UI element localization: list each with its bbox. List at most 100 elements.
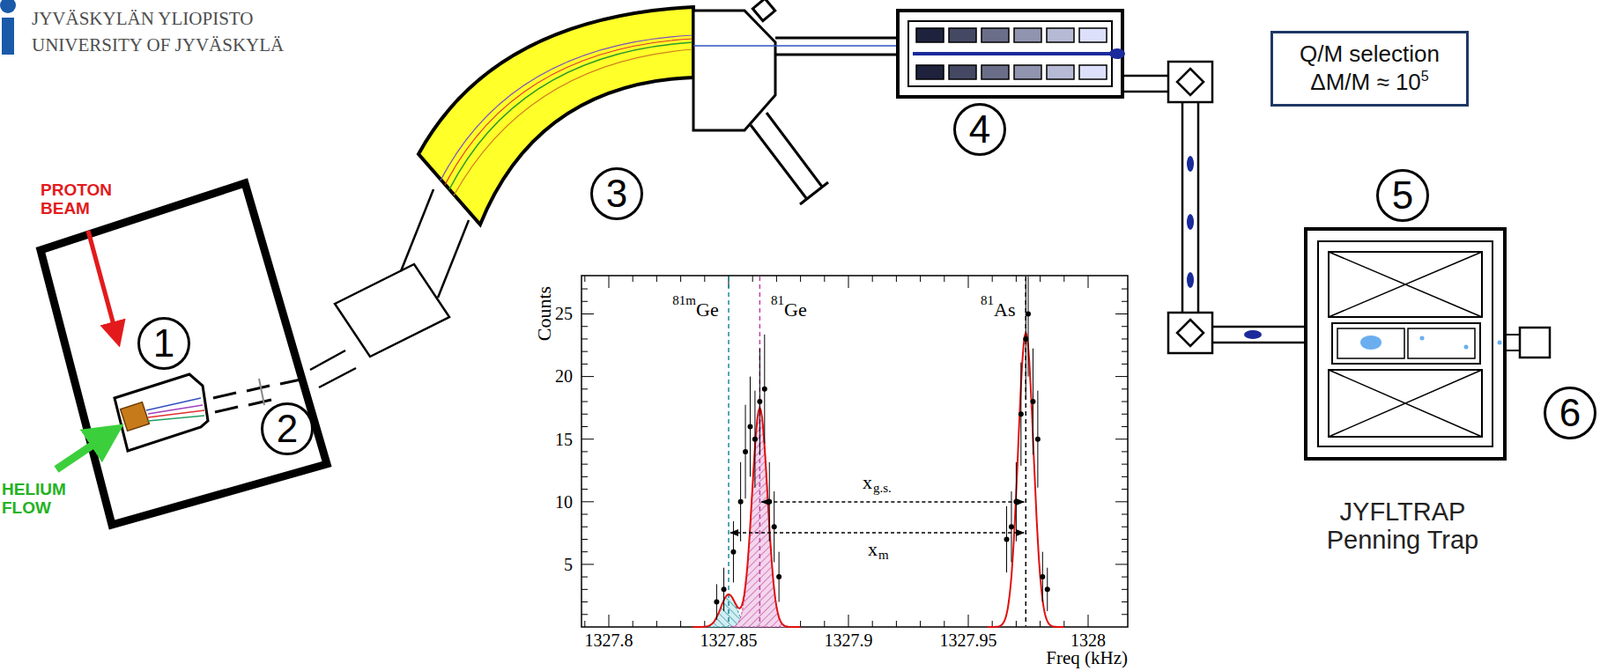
callout-number: 2 [260,402,314,456]
tick [608,275,610,289]
tick-label: 1327.95 [940,630,998,651]
tick [752,275,754,282]
data-point [1018,411,1024,417]
beam-label: PROTON BEAM [40,181,112,219]
electrode-bar [916,28,944,43]
logo-text: UNIVERSITY OF JYVÄSKYLÄ [31,35,284,56]
tick [581,388,588,390]
callout-text: 3 [606,174,628,214]
tick [1121,488,1128,490]
dipole-magnet [418,7,694,225]
ground-state-fit [731,407,792,628]
tick [581,539,588,541]
axis-title: Freq (kHz) [1045,648,1128,669]
peak-label: As [993,299,1015,321]
data-point [752,437,758,443]
box-text: Q/M selection [1288,40,1451,68]
tick-label: 1327.85 [700,630,758,651]
tick [1121,414,1128,415]
tick-label: 10 [555,492,573,512]
tick [581,514,588,516]
tick [1039,275,1041,282]
tick [823,275,825,282]
tick [943,621,945,628]
tick [1015,275,1017,282]
tick [1121,338,1128,340]
tick [848,275,850,289]
tick [581,376,594,378]
tick [703,275,705,282]
data-point [738,499,744,505]
tick [581,426,588,428]
tick [1121,351,1128,353]
callout-number: 3 [590,167,644,221]
tick [1121,514,1128,516]
tick [1121,464,1128,466]
callout-text: 1 [153,324,175,363]
tick [1121,451,1128,452]
tick [584,275,586,282]
tick [1115,376,1128,378]
tick [1115,313,1128,315]
tick-label: 1328 [1070,630,1106,651]
data-point [756,399,763,405]
tick [1121,577,1128,578]
peak-label: Ge [696,299,719,321]
tick [581,325,588,327]
tick [823,621,825,628]
data-point [713,600,719,606]
tick [1088,614,1089,628]
tick [1121,363,1128,365]
tick [1121,388,1128,390]
tick [776,275,778,282]
tick [581,476,588,478]
tick [896,275,897,282]
tick [632,621,634,628]
peak-label: 81 [770,293,785,309]
helium-flow-arrow [56,435,108,470]
tick [581,488,588,490]
tick [1121,401,1128,403]
tick-label: 20 [555,366,573,386]
target-foil [120,402,150,432]
peak-label: g.s. [873,481,892,497]
centroid-line [1025,276,1028,627]
data-point [721,586,727,593]
electrode-bar [948,28,977,43]
difference-arrow [761,501,1024,504]
tick [581,351,588,353]
peak-label: 81m [672,293,697,309]
centroid-line [759,276,762,627]
tick [1115,501,1128,503]
tick-label: 1327.8 [585,630,634,651]
data-point [776,574,782,580]
target-chamber [40,183,327,526]
tick [848,614,850,628]
data-point [742,449,749,455]
tick [581,401,588,403]
tick-label: 1327.9 [824,630,874,651]
tick [968,275,970,289]
electrode-bar [1079,65,1107,80]
tick [800,621,801,628]
tick [584,621,586,628]
tick-label: 5 [563,555,573,575]
tick [943,275,945,282]
tick [581,614,588,615]
peak-label: x [867,539,878,561]
tick [581,338,588,340]
tick [992,621,993,628]
data-point [747,423,753,430]
callout-text: 4 [969,110,991,149]
data-point [1044,586,1051,593]
tick [1015,621,1017,628]
tick [581,414,588,415]
tick [1121,325,1128,327]
tick [1121,526,1128,528]
tick [1115,563,1128,565]
tick [1063,621,1065,628]
tick-label: 15 [555,429,573,450]
tick [919,275,921,282]
electrode-bar [1014,28,1042,43]
proton-beam-arrow [88,230,117,335]
